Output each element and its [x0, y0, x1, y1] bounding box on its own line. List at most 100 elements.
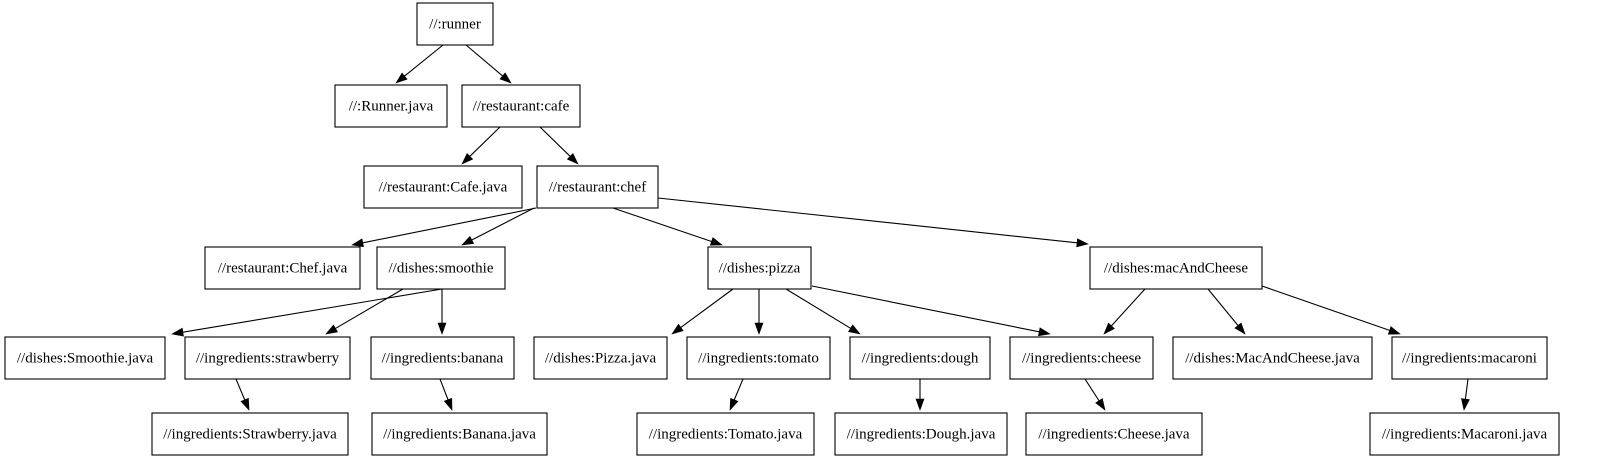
edge-arrowhead — [351, 238, 364, 248]
graph-node-ing_tomato[interactable]: //ingredients:tomato — [686, 336, 831, 380]
edge-line — [1111, 288, 1146, 327]
node-box[interactable] — [184, 336, 351, 380]
edge-line — [733, 378, 744, 401]
node-label: //ingredients:macaroni — [1402, 350, 1537, 366]
node-box[interactable] — [370, 336, 515, 380]
edge-arrowhead — [1076, 238, 1089, 248]
node-label: //dishes:Pizza.java — [545, 350, 657, 366]
graph-node-tomato_java[interactable]: //ingredients:Tomato.java — [636, 412, 815, 456]
node-box[interactable] — [1025, 412, 1203, 456]
edge-line — [471, 207, 535, 241]
graph-node-ing_strawberry[interactable]: //ingredients:strawberry — [184, 336, 351, 380]
graph-node-dishes_pizza[interactable]: //dishes:pizza — [707, 246, 812, 290]
graph-edge — [439, 378, 453, 411]
edge-arrowhead — [671, 323, 684, 335]
nodes-layer: //:runner //:Runner.java //restaurant:cafe… — [4, 2, 1560, 456]
graph-node-cafe_java[interactable]: //restaurant:Cafe.java — [363, 165, 523, 209]
node-box[interactable] — [1369, 412, 1560, 456]
graph-node-strawberry_java[interactable]: //ingredients:Strawberry.java — [151, 412, 349, 456]
node-label: //ingredients:strawberry — [196, 350, 340, 366]
graph-node-runner_java[interactable]: //:Runner.java — [334, 84, 448, 128]
edge-line — [539, 126, 571, 157]
node-box[interactable] — [1172, 336, 1373, 380]
node-label: //:Runner.java — [349, 98, 434, 114]
graph-node-cheese_java[interactable]: //ingredients:Cheese.java — [1025, 412, 1203, 456]
edge-line — [404, 44, 444, 77]
node-box[interactable] — [416, 2, 494, 46]
graph-node-macandcheese_java[interactable]: //dishes:MacAndCheese.java — [1172, 336, 1373, 380]
edge-line — [1207, 288, 1239, 326]
node-label: //dishes:smoothie — [389, 260, 494, 276]
edge-arrowhead — [709, 237, 723, 246]
node-box[interactable] — [636, 412, 815, 456]
node-label: //ingredients:Strawberry.java — [163, 426, 337, 442]
edge-arrowhead — [240, 397, 250, 411]
edge-arrowhead — [729, 397, 739, 411]
edge-line — [235, 378, 246, 401]
node-box[interactable] — [371, 412, 548, 456]
node-label: //dishes:pizza — [719, 260, 801, 276]
graph-node-ing_macaroni[interactable]: //ingredients:macaroni — [1391, 336, 1548, 380]
node-box[interactable] — [834, 412, 1008, 456]
graph-node-ing_cheese[interactable]: //ingredients:cheese — [1009, 336, 1154, 380]
edge-arrowhead — [1038, 327, 1051, 337]
node-box[interactable] — [376, 246, 506, 290]
graph-node-dough_java[interactable]: //ingredients:Dough.java — [834, 412, 1008, 456]
node-label: //ingredients:Tomato.java — [649, 426, 803, 442]
node-box[interactable] — [334, 84, 448, 128]
graph-edge — [461, 126, 501, 165]
node-label: //ingredients:Dough.java — [847, 426, 996, 442]
graph-edge — [729, 378, 744, 411]
edge-arrowhead — [443, 397, 453, 411]
edge-arrowhead — [1095, 398, 1106, 411]
node-box[interactable] — [151, 412, 349, 456]
node-box[interactable] — [536, 165, 659, 209]
edge-line — [182, 288, 443, 333]
edge-line — [1261, 285, 1390, 331]
node-box[interactable] — [4, 336, 166, 380]
node-box[interactable] — [707, 246, 812, 290]
graph-node-ing_banana[interactable]: //ingredients:banana — [370, 336, 515, 380]
graph-node-restaurant_cafe[interactable]: //restaurant:cafe — [461, 84, 581, 128]
graph-node-chef_java[interactable]: //restaurant:Chef.java — [204, 246, 361, 290]
node-box[interactable] — [1391, 336, 1548, 380]
edge-arrowhead — [915, 398, 925, 411]
graph-edge — [612, 207, 723, 246]
graph-edge — [1261, 285, 1401, 335]
edge-line — [1464, 378, 1469, 400]
graph-node-macaroni_java[interactable]: //ingredients:Macaroni.java — [1369, 412, 1560, 456]
node-box[interactable] — [533, 336, 668, 380]
graph-node-dishes_smoothie[interactable]: //dishes:smoothie — [376, 246, 506, 290]
graph-edge — [915, 379, 925, 411]
edge-arrowhead — [1387, 326, 1401, 335]
edge-line — [465, 44, 503, 77]
graph-edge — [811, 285, 1051, 337]
node-label: //dishes:macAndCheese — [1104, 260, 1248, 276]
node-box[interactable] — [204, 246, 361, 290]
edge-arrowhead — [499, 72, 512, 84]
graph-node-runner[interactable]: //:runner — [416, 2, 494, 46]
node-label: //ingredients:tomato — [698, 350, 819, 366]
node-label: //:runner — [429, 16, 481, 32]
edge-arrowhead — [395, 72, 408, 84]
edge-line — [469, 126, 501, 157]
graph-edge — [395, 44, 444, 84]
graph-edge — [437, 289, 447, 335]
graph-node-smoothie_java[interactable]: //dishes:Smoothie.java — [4, 336, 166, 380]
node-box[interactable] — [686, 336, 831, 380]
edge-line — [439, 378, 449, 400]
node-label: //restaurant:chef — [549, 179, 646, 195]
node-box[interactable] — [461, 84, 581, 128]
graph-node-ing_dough[interactable]: //ingredients:dough — [849, 336, 991, 380]
node-box[interactable] — [363, 165, 523, 209]
node-box[interactable] — [849, 336, 991, 380]
graph-node-dishes_macandcheese[interactable]: //dishes:macAndCheese — [1089, 246, 1263, 290]
node-box[interactable] — [1089, 246, 1263, 290]
graph-node-restaurant_chef[interactable]: //restaurant:chef — [536, 165, 659, 209]
graph-node-banana_java[interactable]: //ingredients:Banana.java — [371, 412, 548, 456]
graph-node-pizza_java[interactable]: //dishes:Pizza.java — [533, 336, 668, 380]
node-label: //ingredients:Cheese.java — [1038, 426, 1190, 442]
node-box[interactable] — [1009, 336, 1154, 380]
edge-line — [335, 288, 404, 329]
